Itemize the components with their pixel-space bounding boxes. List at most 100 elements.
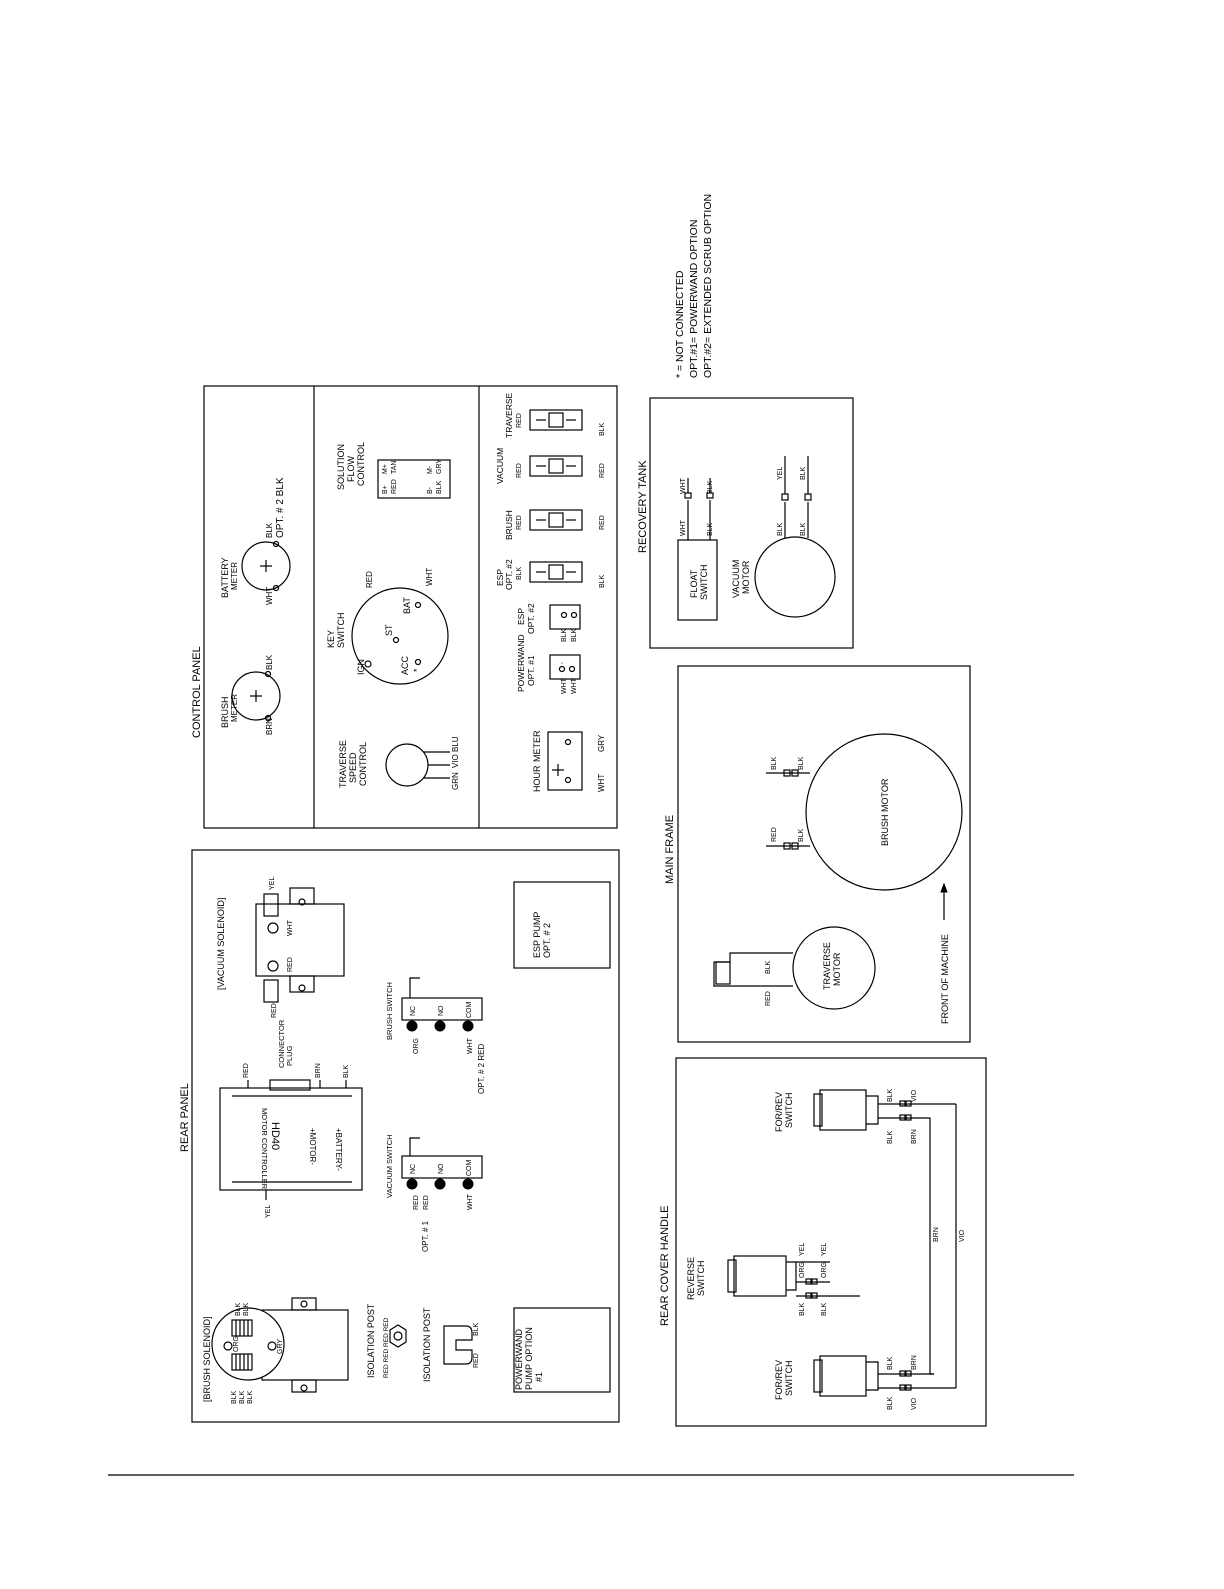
brush-switch-bottom: RED	[599, 515, 606, 530]
motor-controller-wire-blk: BLK	[343, 1064, 350, 1078]
esp-plug-label2: OPT. #2	[526, 603, 536, 634]
solution-flow-bplus-wire: RED	[391, 479, 398, 494]
isolation-post-2-wire-blk: BLK	[473, 1322, 480, 1336]
rear-vacuum-switch-wire-red: RED	[413, 1195, 420, 1210]
traverse-speed-label2: SPEED	[348, 752, 358, 783]
solution-flow-mplus-wire: TAN	[391, 461, 398, 474]
traverse-motor-label1: TRAVERSE	[822, 942, 832, 990]
key-switch-st: ST	[384, 624, 394, 636]
esp-pump-label2: OPT. # 2	[542, 923, 552, 958]
brush-switch-label2: RED	[516, 515, 523, 530]
hour-meter-wire-wht: WHT	[597, 774, 606, 792]
for-rev-bottom-wire-blk: BLK	[887, 1356, 894, 1370]
isolation-post-1: ISOLATION POST RED RED RED RED	[366, 1303, 406, 1378]
for-rev-bottom-wire-brn: BRN	[911, 1355, 918, 1370]
main-frame: MAIN FRAME BRUSH MOTOR BLK BLK RED BLK T…	[664, 666, 970, 1042]
battery-meter-label: BATTERY	[220, 557, 230, 598]
vacuum-solenoid-wire-yel: YEL	[269, 877, 276, 890]
motor-controller-name: MOTOR CONTROLLER	[260, 1108, 269, 1190]
brush-meter: BRUSH METER BRN BLK	[220, 654, 280, 735]
vacuum-solenoid-label: [VACUUM SOLENOID]	[216, 898, 226, 990]
vacuum-solenoid: [VACUUM SOLENOID] YEL WHT RED RED	[216, 877, 344, 1018]
battery-meter-label2: METER	[230, 562, 239, 590]
rear-brush-switch-nc: NC	[410, 1006, 417, 1016]
powerwand-label1: POWERWAND	[516, 634, 526, 692]
for-rev-bottom-label2: SWITCH	[784, 1361, 794, 1397]
powerwand-pump-label1: POWERWAND	[514, 1328, 524, 1390]
isolation-post-1-label: ISOLATION POST	[366, 1303, 376, 1378]
rear-cover-handle-title: REAR COVER HANDLE	[659, 1206, 671, 1326]
solution-flow-bminus-wire: BLK	[436, 480, 443, 494]
for-rev-top-wire-blk: BLK	[887, 1088, 894, 1102]
powerwand-wire2: WHT	[571, 677, 578, 694]
esp-switch-label2: OPT. #2	[504, 559, 514, 590]
rear-vacuum-switch-wire-wht: WHT	[467, 1193, 474, 1210]
float-switch-label1: FLOAT	[689, 569, 699, 598]
vacuum-motor-wire-blk2: BLK	[800, 522, 807, 536]
brush-meter-wire-blk: BLK	[265, 654, 274, 670]
handle-wires: BRN VIO	[922, 1104, 966, 1388]
traverse-switch-bottom: BLK	[599, 422, 606, 436]
for-rev-top-wire-blk2: BLK	[887, 1130, 894, 1144]
powerwand-pump: POWERWAND PUMP OPTION #1	[514, 1308, 610, 1392]
rear-vacuum-switch-opt: OPT. # 1	[421, 1220, 430, 1252]
float-wire-wht2: WHT	[680, 477, 687, 494]
battery-meter-opt: OPT. # 2 BLK	[275, 477, 286, 538]
key-switch-acc: ACC	[400, 655, 410, 675]
brush-solenoid-blk3: BLK	[231, 1390, 238, 1404]
esp-pump: ESP PUMP OPT. # 2	[514, 882, 610, 968]
reverse-switch-wire-org: ORG	[799, 1262, 806, 1278]
for-rev-top-wire-vio: VIO	[911, 1089, 918, 1102]
brush-motor-wire-blk2: BLK	[798, 756, 805, 770]
rear-brush-switch-no: NO	[438, 1005, 445, 1016]
traverse-motor-wire-red: RED	[765, 991, 772, 1006]
rear-brush-switch-opt: OPT. # 2 RED	[477, 1044, 486, 1094]
handle-wire-vio: VIO	[959, 1229, 966, 1242]
vacuum-motor: VACUUM MOTOR BLK BLK YEL BLK	[731, 456, 835, 617]
traverse-switch-label1: TRAVERSE	[504, 392, 514, 438]
front-of-machine: FRONT OF MACHINE	[940, 884, 950, 1024]
vacuum-solenoid-wire-red2: RED	[271, 1003, 278, 1018]
brush-meter-wire-brn: BRN	[265, 718, 274, 735]
for-rev-switch-bottom: FOR/REV SWITCH BLK BRN BLK VIO	[774, 1355, 956, 1410]
recovery-tank: RECOVERY TANK FLOAT SWITCH WHT BLK WHT B…	[637, 398, 853, 648]
vacuum-solenoid-wire-red: RED	[287, 957, 294, 972]
solution-flow-mplus: M+	[382, 464, 389, 474]
float-switch: FLOAT SWITCH WHT BLK WHT BLK	[678, 477, 717, 620]
motor-controller: CONNECTOR PLUG RED BRN BLK YEL MOTOR CON…	[220, 1019, 362, 1218]
reverse-switch: REVERSE SWITCH YEL ORG YEL ORG BLK BLK	[686, 1243, 860, 1316]
isolation-post-2: ISOLATION POST RED BLK	[422, 1307, 480, 1382]
rear-vacuum-switch-no: NO	[438, 1163, 445, 1174]
traverse-rocker-switch: TRAVERSE RED BLK	[504, 392, 606, 438]
rear-vacuum-switch-wire-red2: RED	[423, 1195, 430, 1210]
key-switch: KEY SWITCH IGN ST BAT ACC * RED WHT	[326, 568, 448, 684]
powerwand-wire1: WHT	[561, 677, 568, 694]
brush-rocker-switch: BRUSH RED RED	[504, 510, 606, 540]
legend-line-opt1: OPT.#1= POWERWAND OPTION	[688, 220, 700, 378]
key-switch-label2: SWITCH	[336, 613, 346, 649]
brush-switch-label1: BRUSH	[504, 510, 514, 540]
rear-panel-title: REAR PANEL	[179, 1083, 191, 1152]
key-switch-bat: BAT	[402, 597, 412, 614]
rear-brush-switch-wire-wht: WHT	[467, 1037, 474, 1054]
motor-controller-model: HD40	[269, 1122, 281, 1150]
solution-flow-bplus: B+	[382, 485, 389, 494]
esp-switch-label3: BLK	[516, 566, 523, 580]
rear-vacuum-switch-label: VACUUM SWITCH	[385, 1134, 394, 1198]
for-rev-switch-top: FOR/REV SWITCH BLK VIO BLK BRN	[774, 1088, 956, 1144]
brush-solenoid-blk5: BLK	[247, 1390, 254, 1404]
brush-solenoid: [BRUSH SOLENOID] ORG GRY BLK BLK BLK BLK…	[202, 1298, 348, 1404]
traverse-speed-label1: TRAVERSE	[338, 740, 348, 788]
solution-flow-label2: FLOW	[346, 455, 356, 482]
float-switch-label2: SWITCH	[699, 565, 709, 601]
vacuum-switch-label1: VACUUM	[495, 448, 505, 484]
motor-controller-wire-red: RED	[243, 1063, 250, 1078]
motor-controller-motor: +MOTOR-	[308, 1128, 317, 1165]
key-switch-ign: IGN	[356, 659, 366, 675]
handle-wire-brn: BRN	[933, 1227, 940, 1242]
rear-brush-switch: BRUSH SWITCH NC NO COM ORG WHT OPT. # 2 …	[385, 978, 486, 1094]
isolation-post-2-label: ISOLATION POST	[422, 1307, 432, 1382]
solution-flow-mminus-wire: GRY	[436, 459, 443, 474]
